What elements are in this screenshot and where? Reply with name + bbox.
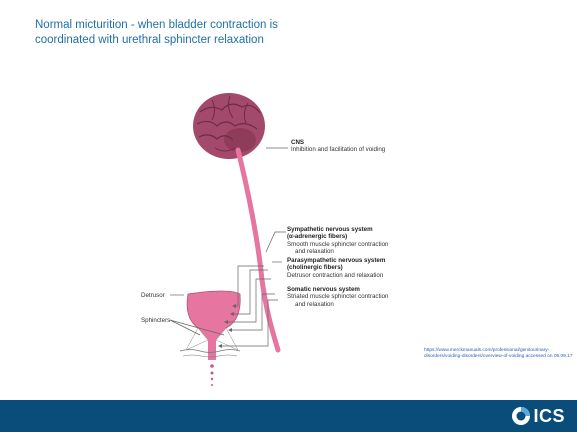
source-link[interactable]: https://www.merckmanuals.com/professiona… [424, 348, 574, 360]
footer-bar: ICS [0, 400, 577, 432]
detrusor-label: Detrusor [141, 292, 165, 299]
ics-logo-icon [511, 406, 531, 426]
brain-illustration [193, 93, 265, 159]
somatic-label: Somatic nervous system Striated muscle s… [287, 286, 388, 308]
ics-logo-text: ICS [533, 406, 565, 427]
cns-label: CNS Inhibition and facilitation of voidi… [291, 139, 385, 154]
bladder-illustration [180, 291, 240, 386]
sympathetic-label: Sympathetic nervous system (α-adrenergic… [287, 226, 388, 256]
sphincters-label: Sphincters [141, 317, 170, 324]
parasympathetic-label: Parasympathetic nervous system (choliner… [287, 257, 385, 279]
micturition-diagram [0, 0, 577, 400]
ics-logo: ICS [511, 405, 565, 427]
spinal-cord [238, 150, 278, 350]
